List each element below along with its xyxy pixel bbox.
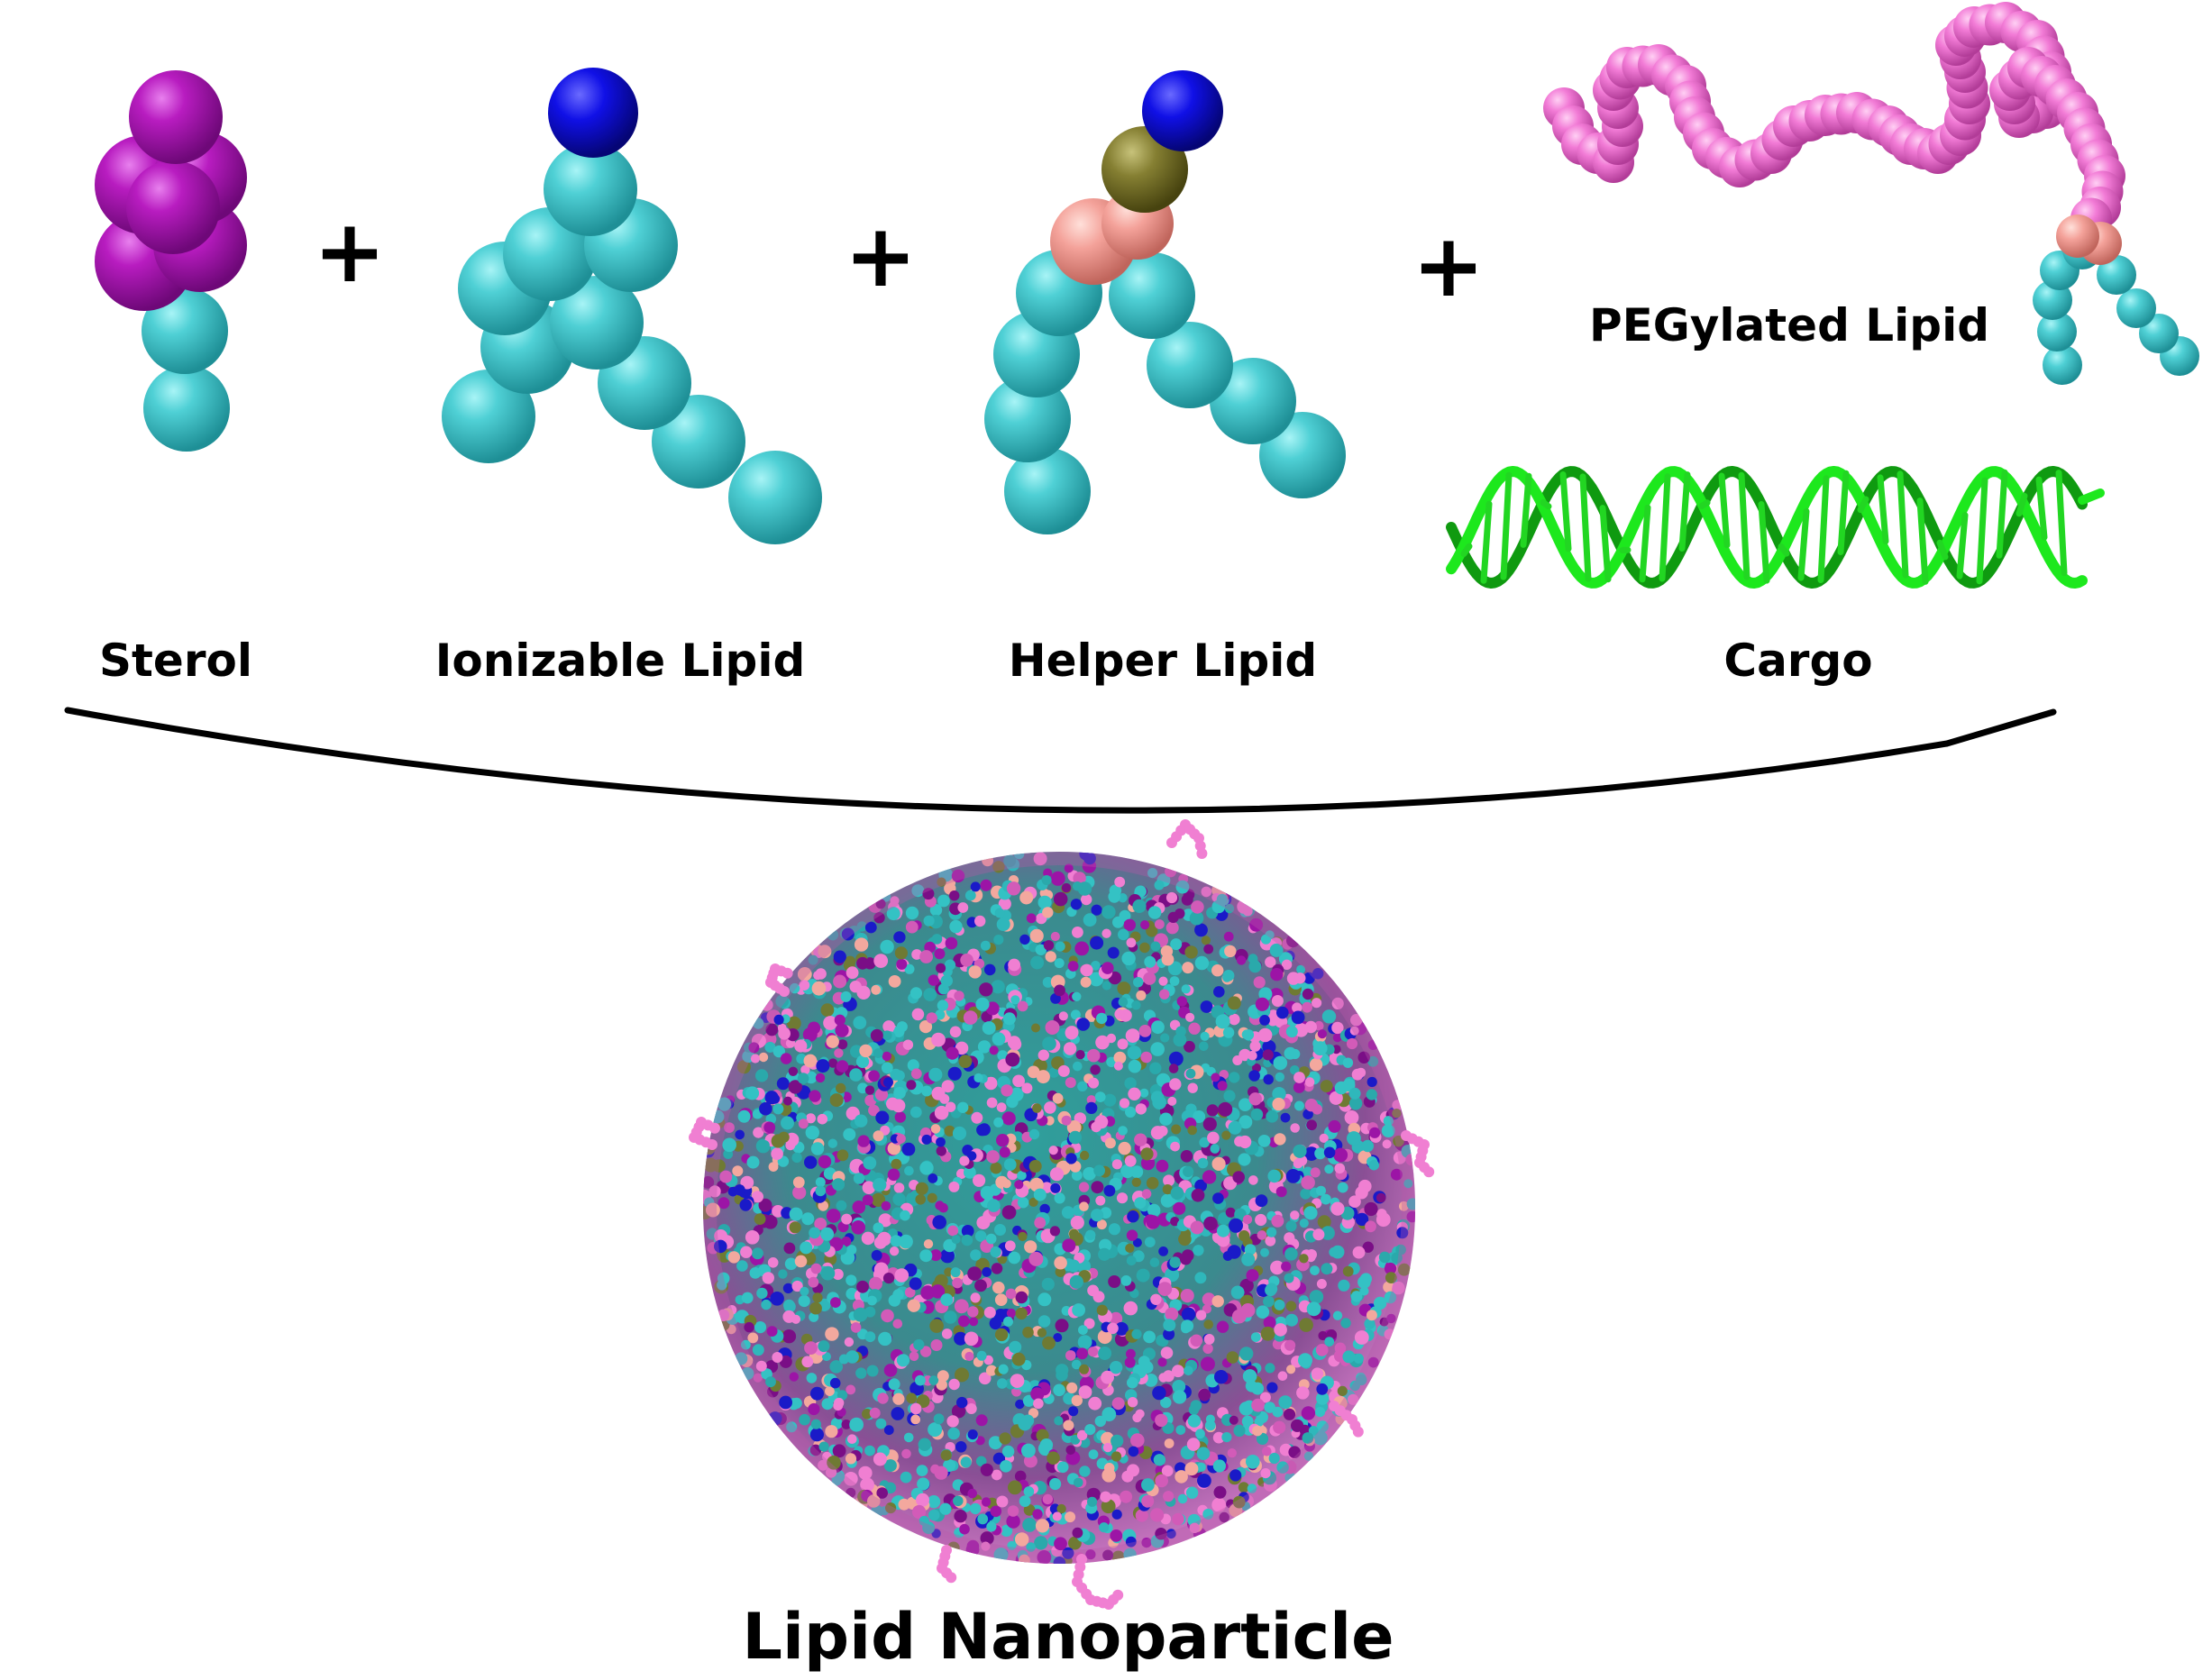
peg-chain [1543, 2, 2125, 240]
label-sterol: Sterol [99, 635, 252, 687]
pegylated-lipid-molecule [1543, 2, 2199, 385]
plus-sign: + [314, 201, 386, 302]
label-ionizable-lipid: Ionizable Lipid [435, 635, 806, 687]
label-helper-lipid: Helper Lipid [1009, 635, 1317, 687]
helper-lipid-molecule [984, 70, 1346, 534]
plus-sign: + [1412, 215, 1485, 316]
combining-bracket [64, 707, 2057, 814]
cargo-rna-helix [1446, 466, 2105, 589]
lipid-nanoparticle [689, 819, 1435, 1610]
plus-sign: + [845, 205, 917, 306]
label-pegylated-lipid: PEGylated Lipid [1589, 299, 1989, 352]
label-cargo: Cargo [1723, 635, 1872, 687]
sterol-molecule [95, 70, 247, 452]
label-lipid-nanoparticle: Lipid Nanoparticle [742, 1600, 1394, 1674]
ionizable-lipid-molecule [442, 68, 822, 544]
